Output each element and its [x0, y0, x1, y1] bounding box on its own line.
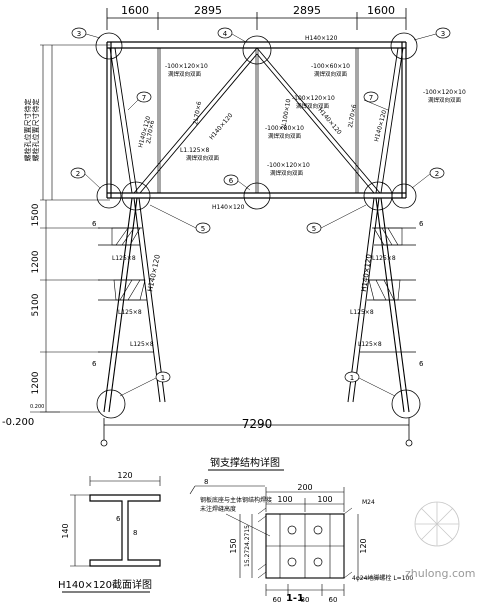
- callout-base-right: 1: [350, 374, 354, 382]
- plate-label-5: -100×120×10: [267, 162, 310, 169]
- plate-note-4: 满焊双向双面: [268, 132, 302, 140]
- plate-label-2: -100×60×10: [311, 63, 350, 70]
- callout-node-right: 5: [312, 225, 316, 233]
- detail-dim-top: 200: [297, 483, 312, 492]
- h-section-detail: [70, 476, 161, 567]
- top-dim-4: 1600: [367, 4, 395, 17]
- plate-note-3: 满焊双向双面: [428, 96, 462, 104]
- main-frame: [98, 41, 416, 413]
- section-height: 140: [61, 523, 70, 538]
- overall-width: 7290: [242, 417, 273, 431]
- plate-note-7: 满焊双向双面: [186, 154, 220, 162]
- left-level-small: 0.200: [30, 404, 44, 410]
- callout-diag-left: 7: [142, 94, 146, 102]
- side-mark-4: 6: [419, 360, 424, 368]
- section-flange: 8: [133, 529, 137, 537]
- detail-note-line1: 钢板底座与主体钢结构焊接: [200, 496, 272, 504]
- detail-dim-bottom-2: 80: [301, 596, 310, 604]
- plate-label-3: -100×120×10: [423, 89, 466, 96]
- main-title: 钢支撑结构详图: [210, 456, 280, 469]
- callout-top-left: 3: [77, 30, 81, 38]
- l125-right-2: L125×8: [350, 309, 374, 316]
- detail-anchor-tag: M24: [362, 499, 375, 506]
- detail-dim-bottom-1: 60: [273, 596, 282, 604]
- l125-left-3: L125×8: [130, 341, 154, 348]
- detail-dim-mid-1: 100: [277, 495, 292, 504]
- detail-dim-left: 150: [229, 538, 238, 553]
- section-title: H140×120截面详图: [58, 578, 152, 591]
- left-vertical-note: 螺栓孔位置尺寸待定: [23, 99, 32, 162]
- top-beam-label: H140×120: [305, 35, 338, 42]
- detail-title: 1-1: [286, 593, 304, 604]
- callout-diag-right: 7: [369, 94, 373, 102]
- gusset-plates: [111, 227, 403, 301]
- diag-label-center-l: H140×120: [208, 112, 234, 141]
- detail-dim-mid-2: 100: [317, 495, 332, 504]
- node-circles: [95, 32, 421, 419]
- side-mark-1: 6: [92, 220, 97, 228]
- callout-mid-left: 2: [76, 170, 80, 178]
- detail-bolt-note: 4φ24地脚螺栓 L=100: [352, 574, 413, 582]
- section-web: 6: [116, 515, 121, 523]
- left-dim-1200a: 1200: [31, 250, 41, 273]
- left-dim-5100: 5100: [31, 293, 41, 316]
- top-dim-3: 2895: [293, 4, 321, 17]
- angle-label-3: L1.125×8: [180, 147, 210, 154]
- top-dimension-line: [106, 8, 407, 30]
- callout-top-center: 4: [223, 30, 228, 38]
- diag-label-center-r: H140×120: [316, 107, 342, 136]
- callout-mid-center: 6: [229, 177, 234, 185]
- watermark-text: zhulong.com: [405, 567, 475, 580]
- callout-base-left: 1: [161, 374, 165, 382]
- angle-label-2: 2L70×6: [192, 101, 203, 126]
- callout-bubbles: [70, 27, 451, 383]
- detail-dim-left-small: 15.2724.2715: [244, 525, 251, 567]
- callout-mid-right: 2: [435, 170, 439, 178]
- plate-note-6: 满焊双向双面: [296, 102, 330, 110]
- top-dim-1: 1600: [121, 4, 149, 17]
- callout-leaders: [84, 33, 437, 397]
- plate-label-6: -100×120×10: [292, 95, 335, 102]
- angle-label-1: 2L70×6: [145, 120, 156, 145]
- side-mark-2: 6: [419, 220, 424, 228]
- plate-note-1: 满焊双向双面: [168, 70, 202, 78]
- angle-label-5: 2L70×6: [347, 104, 358, 129]
- section-width: 120: [117, 471, 132, 480]
- detail-weld-size: 8: [204, 478, 208, 486]
- left-dimension-lines: [30, 44, 110, 413]
- l125-left-2: L125×8: [118, 309, 142, 316]
- left-dim-1200b: 1200: [31, 371, 41, 394]
- side-mark-3: 6: [92, 360, 97, 368]
- callout-node-left: 5: [201, 225, 205, 233]
- plate-note-5: 满焊双向双面: [270, 169, 304, 177]
- mid-beam-label: H140×120: [212, 204, 245, 211]
- detail-11: [189, 485, 380, 596]
- watermark-logo: [414, 501, 460, 547]
- plate-note-2: 满焊双向双面: [314, 70, 348, 78]
- detail-dim-right: 120: [359, 538, 368, 553]
- l125-right-1: L125×8: [372, 255, 396, 262]
- bottom-dimension: [100, 418, 413, 447]
- left-vertical-note-2: 螺栓孔位置尺寸待定: [31, 99, 40, 162]
- plate-label-4: -100×80×10: [265, 125, 304, 132]
- plate-label-1: -100×120×10: [165, 63, 208, 70]
- top-dim-2: 2895: [194, 4, 222, 17]
- left-level: -0.200: [2, 417, 34, 428]
- detail-note-line2: 未注焊缝高度: [200, 505, 236, 513]
- l125-left-1: L125×8: [112, 255, 136, 262]
- l125-right-3: L125×8: [358, 341, 382, 348]
- detail-dim-bottom-3: 60: [329, 596, 338, 604]
- left-dim-1500: 1500: [31, 203, 41, 226]
- callout-top-right: 3: [441, 30, 445, 38]
